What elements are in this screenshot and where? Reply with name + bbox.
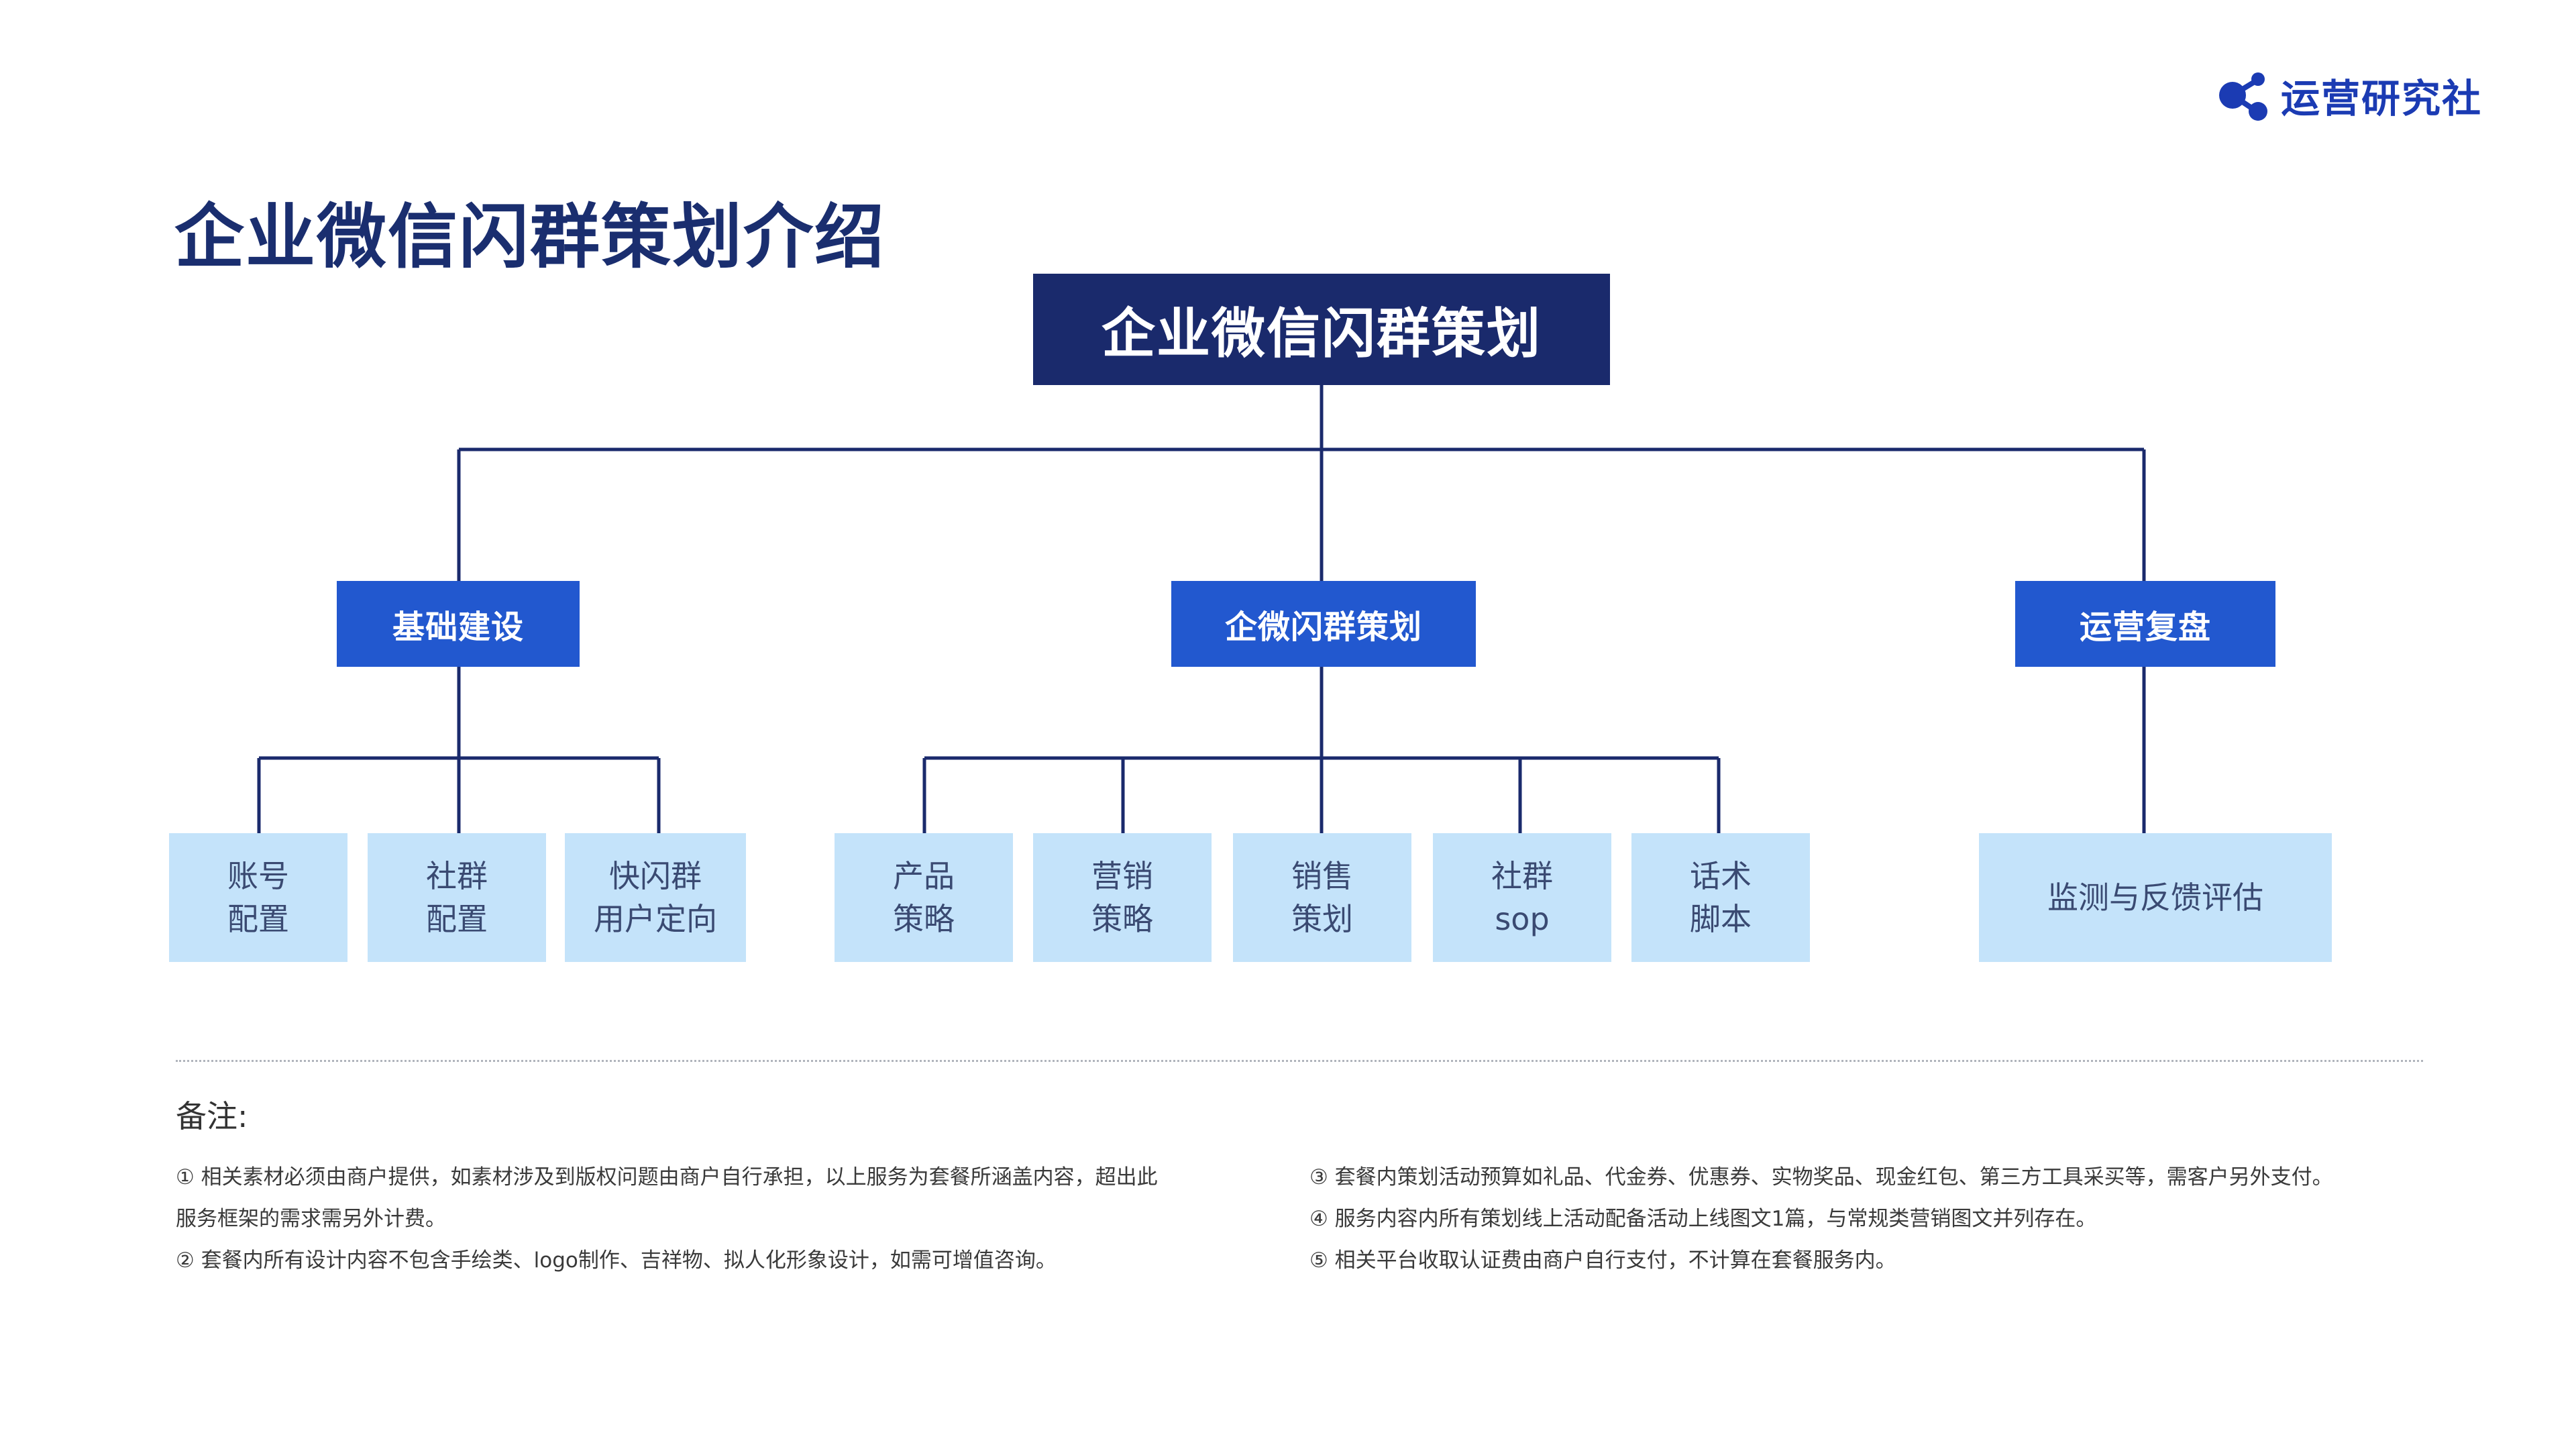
- leaf-node-sales-planning: 销售 策划: [1233, 833, 1411, 962]
- leaf-line: 社群: [426, 858, 488, 894]
- leaf-line: 销售: [1291, 858, 1353, 894]
- note-right-1: ③ 套餐内策划活动预算如礼品、代金券、优惠券、实物奖品、现金红包、第三方工具采买…: [1309, 1165, 2333, 1189]
- branch-node-basic-construction: 基础建设: [337, 581, 580, 667]
- branch-node-operations-review: 运营复盘: [2015, 581, 2275, 667]
- leaf-node-product-strategy: 产品 策略: [835, 833, 1013, 962]
- leaf-line: 用户定向: [594, 901, 717, 937]
- leaf-line: 监测与反馈评估: [2047, 879, 2263, 916]
- leaf-line: 快闪群: [609, 858, 702, 894]
- leaf-node-script: 话术 脚本: [1631, 833, 1810, 962]
- leaf-line: 社群: [1491, 858, 1553, 894]
- root-node: 企业微信闪群策划: [1033, 274, 1610, 385]
- leaf-line: 策略: [893, 901, 955, 937]
- leaf-line: 脚本: [1690, 901, 1752, 937]
- note-left-2: 服务框架的需求需另外计费。: [176, 1207, 446, 1231]
- leaf-line: 话术: [1690, 858, 1752, 894]
- leaf-line: 策略: [1091, 901, 1153, 937]
- leaf-line: 营销: [1091, 858, 1153, 894]
- note-left-1: ① 相关素材必须由商户提供，如素材涉及到版权问题由商户自行承担，以上服务为套餐所…: [176, 1165, 1158, 1189]
- note-right-3: ⑤ 相关平台收取认证费由商户自行支付，不计算在套餐服务内。: [1309, 1248, 1896, 1273]
- brand-name: 运营研究社: [2281, 76, 2483, 121]
- brand-logo-group: 运营研究社: [2214, 62, 2536, 129]
- leaf-line: 产品: [893, 858, 955, 894]
- leaf-node-marketing-strategy: 营销 策略: [1033, 833, 1212, 962]
- leaf-line: 配置: [426, 901, 488, 937]
- notes-title: 备注:: [176, 1098, 248, 1134]
- leaf-node-user-targeting: 快闪群 用户定向: [565, 833, 746, 962]
- note-left-3: ② 套餐内所有设计内容不包含手绘类、logo制作、吉祥物、拟人化形象设计，如需可…: [176, 1248, 1057, 1273]
- leaf-node-monitoring-feedback: 监测与反馈评估: [1979, 833, 2332, 962]
- leaf-node-account-config: 账号 配置: [169, 833, 347, 962]
- leaf-line: 账号: [227, 858, 289, 894]
- brand-molecule-icon: [2219, 72, 2267, 121]
- leaf-line: 策划: [1291, 901, 1353, 937]
- page-title: 企业微信闪群策划介绍: [174, 196, 886, 278]
- branch-node-flash-group-planning: 企微闪群策划: [1171, 581, 1476, 667]
- leaf-line: sop: [1495, 901, 1550, 937]
- notes-divider: [176, 1060, 2423, 1062]
- leaf-node-community-config: 社群 配置: [368, 833, 546, 962]
- note-right-2: ④ 服务内容内所有策划线上活动配备活动上线图文1篇，与常规类营销图文并列存在。: [1309, 1207, 2097, 1231]
- leaf-line: 配置: [227, 901, 289, 937]
- leaf-node-community-sop: 社群 sop: [1433, 833, 1611, 962]
